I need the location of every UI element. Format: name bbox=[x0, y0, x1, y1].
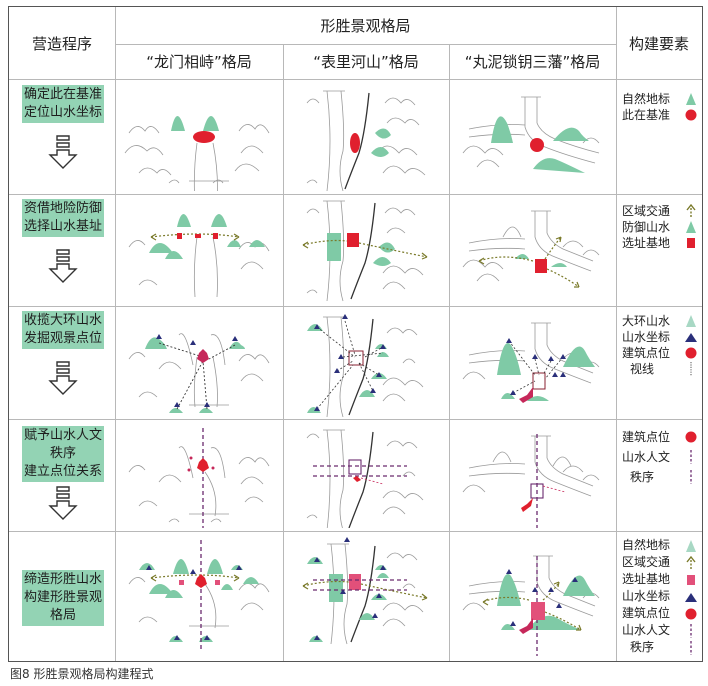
legend-item: 建筑点位 bbox=[616, 605, 702, 622]
dotted-line-icon bbox=[690, 362, 692, 376]
divider bbox=[449, 44, 450, 661]
construction-process-table: 营造程序 形胜景观格局 “龙门相峙”格局 “表里河山”格局 “丸泥锁钥三藩”格局… bbox=[8, 6, 703, 662]
legend-item: 自然地标 bbox=[616, 537, 702, 554]
red-circle-icon bbox=[685, 109, 697, 121]
legend-item: 山水坐标 bbox=[616, 588, 702, 605]
header-landscape-pattern: 形胜景观格局 bbox=[320, 17, 411, 35]
step-4: 赋予山水人文 秩序 建立点位关系 bbox=[13, 426, 113, 520]
legend-step4: 建筑点位 山水人文 秩序 bbox=[616, 427, 702, 487]
blue-triangle-icon bbox=[685, 592, 697, 602]
legend-item: 秩序 bbox=[616, 467, 702, 487]
legend-item: 秩序 bbox=[616, 639, 702, 656]
sketch-wanni-step1 bbox=[453, 83, 614, 191]
sketch-biaoli-step1 bbox=[287, 83, 447, 191]
legend-step5: 自然地标 区域交通 选址基地 山水坐标 建筑点位 山水人文 秩序 bbox=[616, 537, 702, 656]
red-circle-icon bbox=[685, 347, 697, 359]
sketch-biaoli-step3 bbox=[287, 309, 447, 417]
pink-square-icon bbox=[687, 574, 695, 585]
sketch-longmen-step5 bbox=[119, 534, 281, 659]
dashed-line-icon bbox=[690, 450, 692, 464]
sketch-longmen-step2 bbox=[119, 197, 281, 303]
divider bbox=[616, 7, 617, 661]
legend-item: 山水人文 bbox=[616, 622, 702, 639]
step-3: 收揽大环山水 发掘观景点位 bbox=[13, 311, 113, 395]
red-circle-icon bbox=[685, 431, 697, 443]
step-label: 赋予山水人文 秩序 建立点位关系 bbox=[21, 426, 104, 482]
header-process: 营造程序 bbox=[31, 34, 92, 53]
legend-item: 自然地标 bbox=[616, 91, 702, 107]
sketch-biaoli-step5 bbox=[287, 534, 447, 659]
legend-step2: 区域交通 防御山水 选址基地 bbox=[616, 203, 702, 251]
green-mountain-icon bbox=[686, 221, 696, 233]
step-2: 资借地险防御 选择山水基址 bbox=[13, 199, 113, 283]
sketch-biaoli-step2 bbox=[287, 197, 447, 303]
sketch-longmen-step4 bbox=[119, 422, 281, 528]
legend-item: 山水坐标 bbox=[616, 329, 702, 345]
legend-item: 此在基准 bbox=[616, 107, 702, 123]
red-circle-icon bbox=[685, 608, 697, 619]
sketch-biaoli-step4 bbox=[287, 422, 447, 528]
dashed-line-icon bbox=[690, 470, 692, 484]
step-label: 缔造形胜山水 构建形胜景观 格局 bbox=[21, 570, 104, 626]
dashed-line-icon bbox=[690, 640, 692, 655]
legend-item: 区域交通 bbox=[616, 554, 702, 571]
step-label: 资借地险防御 选择山水基址 bbox=[21, 199, 104, 237]
sketch-wanni-step5 bbox=[453, 534, 614, 659]
legend-item: 大环山水 bbox=[616, 313, 702, 329]
down-arrow-icon bbox=[48, 135, 78, 169]
step-1: 确定此在基准 定位山水坐标 bbox=[13, 85, 113, 169]
header-col-longmen: “龙门相峙”格局 bbox=[146, 53, 252, 71]
green-mountain-icon bbox=[686, 539, 696, 552]
sketch-longmen-step1 bbox=[119, 83, 281, 191]
legend-item: 建筑点位 bbox=[616, 345, 702, 361]
legend-item: 防御山水 bbox=[616, 219, 702, 235]
header-col-wanni: “丸泥锁钥三藩”格局 bbox=[464, 53, 601, 71]
blue-triangle-icon bbox=[685, 333, 697, 342]
step-label: 收揽大环山水 发掘观景点位 bbox=[21, 311, 104, 349]
divider bbox=[9, 194, 702, 195]
green-mountain-icon bbox=[686, 93, 696, 105]
legend-item: 区域交通 bbox=[616, 203, 702, 219]
step-5: 缔造形胜山水 构建形胜景观 格局 bbox=[13, 570, 113, 626]
divider bbox=[9, 306, 702, 307]
down-arrow-icon bbox=[48, 486, 78, 520]
sketch-wanni-step4 bbox=[453, 422, 614, 528]
divider bbox=[9, 419, 702, 420]
legend-step1: 自然地标 此在基准 bbox=[616, 91, 702, 123]
down-arrow-icon bbox=[48, 249, 78, 283]
divider bbox=[115, 44, 616, 45]
figure-caption: 图8 形胜景观格局构建程式 bbox=[10, 667, 154, 681]
divider bbox=[115, 7, 116, 661]
legend-item: 选址基地 bbox=[616, 571, 702, 588]
legend-step3: 大环山水 山水坐标 建筑点位 视线 bbox=[616, 313, 702, 377]
divider bbox=[283, 44, 284, 661]
header-elements: 构建要素 bbox=[628, 34, 689, 53]
red-square-icon bbox=[687, 238, 695, 248]
legend-item: 建筑点位 bbox=[616, 427, 702, 447]
legend-item: 山水人文 bbox=[616, 447, 702, 467]
dashed-line-icon bbox=[690, 623, 692, 638]
sketch-wanni-step3 bbox=[453, 309, 614, 417]
green-mountain-icon bbox=[686, 315, 696, 327]
legend-item: 视线 bbox=[616, 361, 702, 377]
divider bbox=[9, 531, 702, 532]
sketch-wanni-step2 bbox=[453, 197, 614, 303]
dotted-arrow-icon bbox=[686, 555, 696, 569]
dotted-arrow-icon bbox=[686, 204, 696, 217]
header-col-biaoli: “表里河山”格局 bbox=[313, 53, 419, 71]
down-arrow-icon bbox=[48, 361, 78, 395]
legend-item: 选址基地 bbox=[616, 235, 702, 251]
sketch-longmen-step3 bbox=[119, 309, 281, 417]
step-label: 确定此在基准 定位山水坐标 bbox=[21, 85, 104, 123]
divider bbox=[9, 79, 702, 80]
